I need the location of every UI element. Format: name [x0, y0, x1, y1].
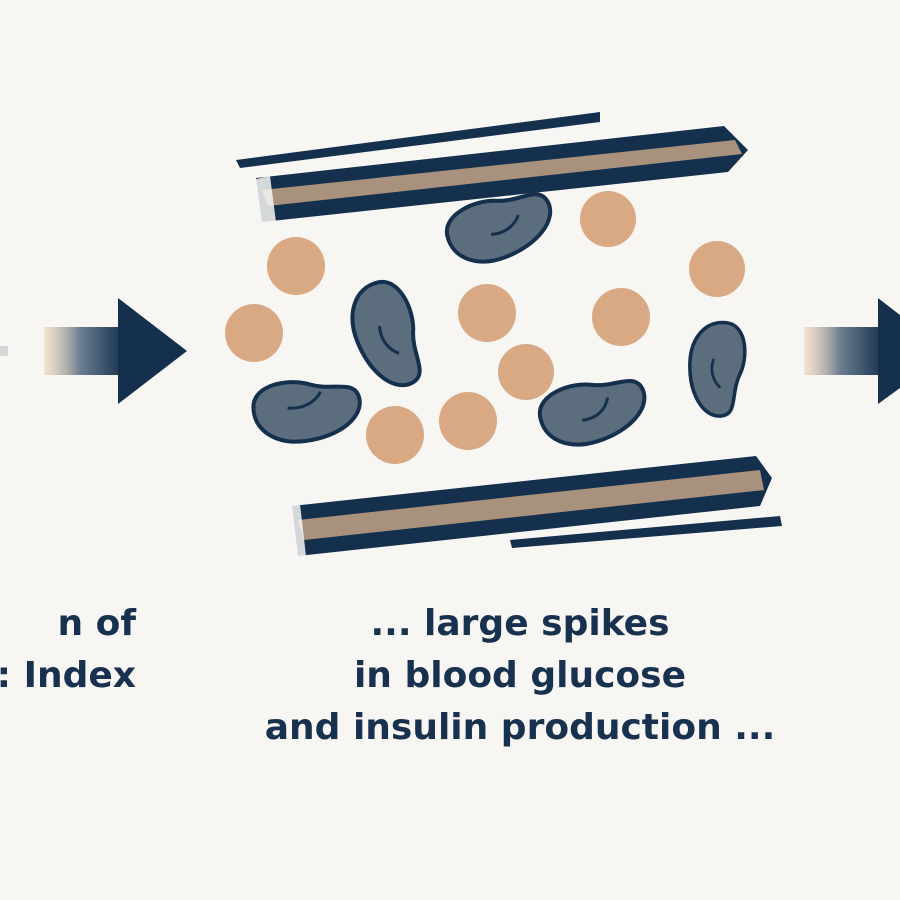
left-caption: n of : Index [0, 598, 136, 702]
center-caption-line-1: ... large spikes [370, 603, 670, 644]
center-caption: ... large spikes in blood glucose and in… [255, 598, 785, 754]
glucose-particle [267, 237, 325, 295]
glucose-particles [225, 191, 745, 464]
glucose-particle [366, 406, 424, 464]
glucose-particle [580, 191, 636, 247]
right-arrow-icon [804, 298, 900, 404]
blood-cell [350, 280, 422, 388]
blood-cells [251, 192, 747, 447]
center-caption-line-3: and insulin production ... [264, 707, 776, 748]
blood-cell [538, 379, 647, 447]
center-caption-line-2: in blood glucose [353, 655, 687, 696]
left-arrow-icon [0, 298, 187, 404]
glucose-particle [458, 284, 516, 342]
vessel-lower-wall [284, 456, 782, 560]
blood-cell [445, 192, 553, 264]
glucose-particle [439, 392, 497, 450]
glucose-particle [592, 288, 650, 346]
glucose-particle [498, 344, 554, 400]
left-caption-line-1: n of [57, 603, 136, 644]
blood-cell [251, 380, 362, 444]
blood-cell [688, 320, 747, 418]
vessel-upper-wall [236, 112, 748, 224]
glucose-particle [689, 241, 745, 297]
glucose-particle [225, 304, 283, 362]
left-caption-line-2: : Index [0, 655, 136, 696]
